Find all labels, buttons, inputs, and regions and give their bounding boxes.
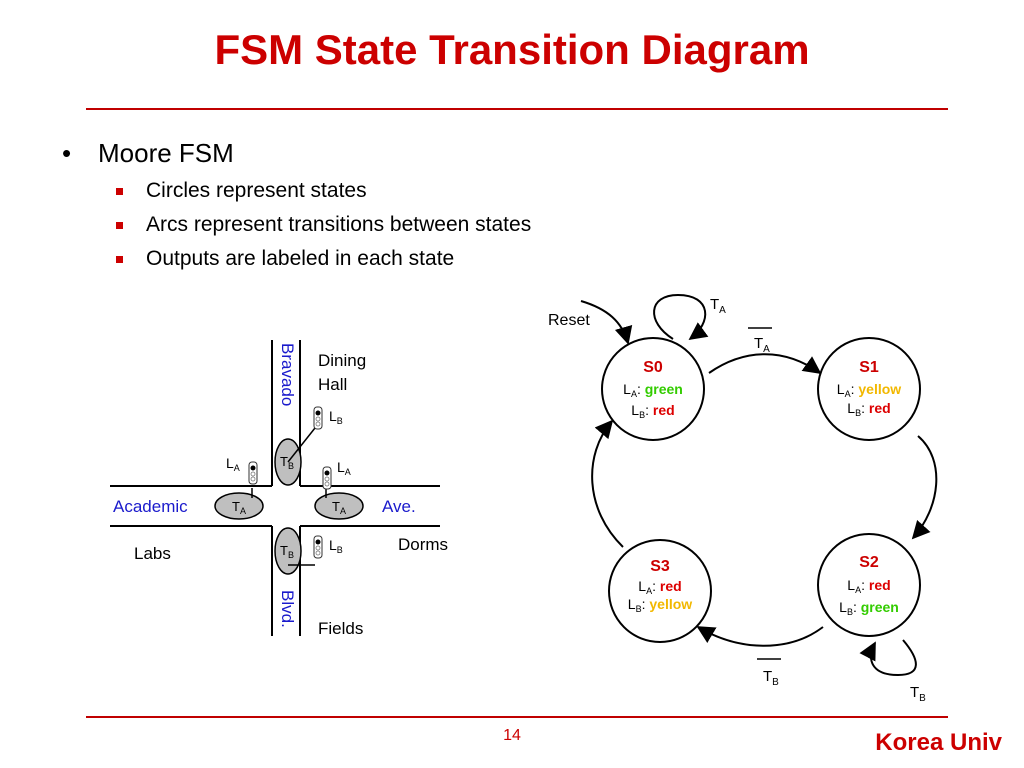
svg-text:TB: TB bbox=[280, 543, 294, 560]
brand-logo-text: Korea Univ bbox=[875, 729, 1002, 756]
footer-divider bbox=[86, 716, 948, 718]
traffic-light-icon-la-left: LA bbox=[226, 455, 258, 485]
arc-s3-s0 bbox=[591, 419, 624, 548]
bullet-moore-fsm: Moore FSM bbox=[62, 138, 531, 169]
traffic-light-icon-la-right: LA bbox=[322, 459, 351, 490]
svg-text:TA: TA bbox=[332, 499, 346, 516]
svg-text:LA: LA bbox=[337, 459, 351, 477]
arc-s0-s1 bbox=[708, 353, 822, 375]
state-s0: S0 LA: green LB: red bbox=[601, 337, 705, 441]
svg-text:LB: LB bbox=[329, 537, 343, 555]
label-s2-s3: TB bbox=[763, 668, 779, 688]
slide-title: FSM State Transition Diagram bbox=[214, 26, 810, 73]
sub-bullet-1: Circles represent states bbox=[62, 179, 531, 203]
state-output-la: LA: red bbox=[638, 578, 681, 596]
state-output-la: LA: green bbox=[623, 381, 683, 399]
label-s0-s1: TA bbox=[754, 335, 770, 355]
intersection-diagram: Bravado Blvd. Academic Ave. Dining Hall … bbox=[110, 340, 448, 638]
arc-s2-self bbox=[859, 639, 917, 677]
street-label-academic: Academic bbox=[113, 497, 188, 516]
state-output-lb: LB: green bbox=[839, 599, 899, 617]
sensor-tb-bottom: TB bbox=[274, 527, 315, 575]
place-hall: Hall bbox=[318, 375, 347, 394]
place-dining: Dining bbox=[318, 351, 366, 370]
sensor-ta-right: TA bbox=[314, 484, 364, 520]
sensor-ta-left: TA bbox=[214, 488, 264, 520]
fsm-diagram: Reset TA TA TB TB S0 LA: green LB: red S… bbox=[548, 293, 938, 704]
road-lines bbox=[110, 340, 440, 636]
bullet-list: Moore FSM Circles represent states Arcs … bbox=[62, 138, 531, 281]
svg-text:LA: LA bbox=[226, 455, 240, 473]
traffic-light-icon-lb-top: LB bbox=[313, 406, 343, 430]
state-output-lb: LB: red bbox=[847, 400, 890, 418]
street-label-ave: Ave. bbox=[382, 497, 416, 516]
place-fields: Fields bbox=[318, 619, 363, 638]
state-s1: S1 LA: yellow LB: red bbox=[817, 337, 921, 441]
state-s3: S3 LA: red LB: yellow bbox=[608, 539, 712, 643]
state-output-la: LA: red bbox=[847, 577, 890, 595]
traffic-light-icon-lb-bottom: LB bbox=[313, 535, 343, 559]
sub-bullet-3: Outputs are labeled in each state bbox=[62, 247, 531, 271]
state-s2: S2 LA: red LB: green bbox=[817, 533, 921, 637]
reset-label: Reset bbox=[548, 312, 590, 329]
square-bullet-icon bbox=[116, 222, 123, 229]
street-label-bravado: Bravado bbox=[278, 343, 297, 406]
sensor-tb-top: TB bbox=[274, 427, 316, 486]
label-s0-self: TA bbox=[710, 296, 726, 316]
place-labs: Labs bbox=[134, 544, 171, 563]
arc-s1-s2 bbox=[911, 435, 938, 540]
arc-s2-s3 bbox=[696, 626, 824, 647]
reset-arrow bbox=[580, 300, 633, 345]
title-divider bbox=[86, 108, 948, 110]
state-name: S3 bbox=[650, 558, 670, 575]
state-name: S2 bbox=[859, 554, 879, 571]
svg-text:TA: TA bbox=[232, 499, 246, 516]
state-output-lb: LB: yellow bbox=[628, 596, 692, 614]
state-name: S1 bbox=[859, 359, 879, 376]
state-name: S0 bbox=[643, 359, 663, 376]
svg-text:LB: LB bbox=[329, 408, 343, 426]
state-output-la: LA: yellow bbox=[837, 381, 901, 399]
street-label-blvd: Blvd. bbox=[278, 590, 297, 628]
page-number: 14 bbox=[503, 727, 521, 744]
svg-text:TB: TB bbox=[280, 454, 294, 471]
state-output-lb: LB: red bbox=[631, 402, 674, 420]
square-bullet-icon bbox=[116, 256, 123, 263]
label-s2-self: TB bbox=[910, 684, 926, 704]
place-dorms: Dorms bbox=[398, 535, 448, 554]
sub-bullet-2: Arcs represent transitions between state… bbox=[62, 213, 531, 237]
square-bullet-icon bbox=[116, 188, 123, 195]
arc-s0-self bbox=[653, 293, 709, 341]
